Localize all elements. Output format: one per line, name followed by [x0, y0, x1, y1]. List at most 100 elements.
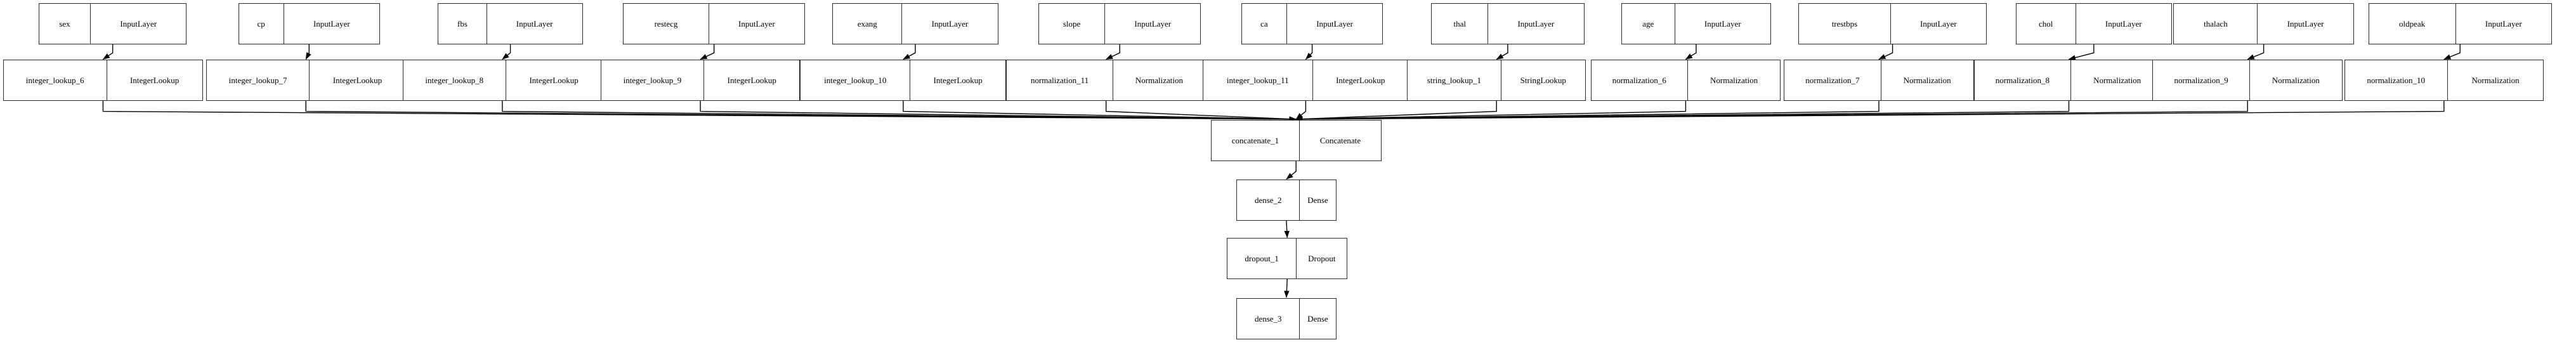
- node-name-label: dense_2: [1237, 180, 1300, 221]
- node-class-label: Dense: [1307, 195, 1328, 206]
- graph-edge-integer_lookup_7-to-concatenate_1: [305, 101, 1297, 122]
- graph-edge-normalization_10-to-concatenate_1: [1295, 101, 2445, 122]
- node-class-label: InputLayer: [2485, 18, 2522, 29]
- node-class-label: IntegerLookup: [1336, 75, 1385, 86]
- graph-node-dropout_1[interactable]: dropout_1 Dropout: [1227, 238, 1348, 280]
- graph-edge-string_lookup_1-to-concatenate_1: [1295, 101, 1497, 122]
- node-name-label: restecg: [624, 3, 709, 44]
- node-name-label: slope: [1039, 3, 1106, 44]
- node-class-label: InputLayer: [313, 18, 350, 29]
- node-class-label: Dropout: [1308, 254, 1336, 264]
- node-name-label: normalization_11: [1007, 60, 1113, 101]
- graph-edge-fbs_input-to-integer_lookup_8: [502, 44, 511, 60]
- graph-edge-normalization_11-to-concatenate_1: [1105, 101, 1297, 122]
- graph-node-slope_input[interactable]: slope InputLayer: [1038, 3, 1201, 44]
- node-class-label: Dense: [1307, 313, 1328, 324]
- graph-node-integer_lookup_6[interactable]: integer_lookup_6 IntegerLookup: [3, 60, 203, 101]
- node-name-label: normalization_6: [1592, 60, 1688, 101]
- node-class-label: StringLookup: [1520, 75, 1566, 86]
- node-class-label: InputLayer: [1134, 18, 1172, 29]
- graph-edge-integer_lookup_9-to-concatenate_1: [700, 101, 1297, 122]
- node-class-label: Normalization: [2471, 75, 2520, 86]
- node-name-label: integer_lookup_6: [4, 60, 107, 101]
- graph-node-exang_input[interactable]: exang InputLayer: [832, 3, 998, 44]
- graph-edge-dropout_1-to-dense_3: [1284, 279, 1290, 298]
- node-class-label: InputLayer: [1316, 18, 1353, 29]
- graph-edge-integer_lookup_8-to-concatenate_1: [502, 101, 1297, 122]
- node-class-label: IntegerLookup: [130, 75, 180, 86]
- graph-edge-integer_lookup_6-to-concatenate_1: [102, 101, 1297, 122]
- graph-edge-exang_input-to-integer_lookup_10: [903, 44, 916, 60]
- node-class-label: Normalization: [1903, 75, 1951, 86]
- graph-edge-sex_input-to-integer_lookup_6: [102, 44, 114, 60]
- node-class-label: InputLayer: [2105, 18, 2142, 29]
- node-name-label: normalization_7: [1784, 60, 1881, 101]
- node-name-label: sex: [39, 3, 91, 44]
- graph-edge-dense_2-to-dropout_1: [1284, 221, 1290, 239]
- node-name-label: dropout_1: [1227, 239, 1297, 279]
- node-class-label: InputLayer: [516, 18, 553, 29]
- graph-node-thal_input[interactable]: thal InputLayer: [1431, 3, 1585, 44]
- graph-node-normalization_9[interactable]: normalization_9 Normalization: [2152, 60, 2343, 101]
- graph-node-integer_lookup_10[interactable]: integer_lookup_10 IntegerLookup: [800, 60, 1007, 101]
- node-class-label: Normalization: [1710, 75, 1758, 86]
- graph-edge-normalization_7-to-concatenate_1: [1295, 101, 1880, 122]
- node-class-label: InputLayer: [1517, 18, 1555, 29]
- graph-edge-integer_lookup_10-to-concatenate_1: [903, 101, 1297, 122]
- graph-edge-cp_input-to-integer_lookup_7: [305, 44, 311, 60]
- node-class-label: IntegerLookup: [529, 75, 579, 86]
- node-name-label: thal: [1432, 3, 1489, 44]
- graph-node-normalization_6[interactable]: normalization_6 Normalization: [1590, 60, 1781, 101]
- node-class-label: Normalization: [2093, 75, 2141, 86]
- node-class-label: InputLayer: [738, 18, 775, 29]
- graph-node-dense_2[interactable]: dense_2 Dense: [1236, 180, 1337, 221]
- node-name-label: exang: [833, 3, 903, 44]
- graph-edge-normalization_6-to-concatenate_1: [1295, 101, 1687, 122]
- graph-edge-oldpeak_input-to-normalization_10: [2443, 44, 2461, 60]
- graph-edge-thalach_input-to-normalization_9: [2247, 44, 2265, 60]
- graph-node-restecg_input[interactable]: restecg InputLayer: [623, 3, 806, 44]
- node-class-label: InputLayer: [1920, 18, 1957, 29]
- node-name-label: dense_3: [1237, 298, 1300, 339]
- node-class-label: InputLayer: [931, 18, 969, 29]
- graph-edge-trestbps_input-to-normalization_7: [1878, 44, 1893, 60]
- graph-edge-normalization_8-to-concatenate_1: [1295, 101, 2070, 122]
- node-class-label: IntegerLookup: [727, 75, 776, 86]
- graph-node-ca_input[interactable]: ca InputLayer: [1241, 3, 1383, 44]
- node-class-label: Concatenate: [1319, 135, 1361, 145]
- graph-edge-slope_input-to-normalization_11: [1106, 44, 1120, 60]
- node-class-label: IntegerLookup: [933, 75, 983, 86]
- node-name-label: integer_lookup_10: [801, 60, 911, 101]
- node-name-label: normalization_9: [2153, 60, 2250, 101]
- node-name-label: normalization_10: [2345, 60, 2448, 101]
- graph-node-normalization_7[interactable]: normalization_7 Normalization: [1784, 60, 1974, 101]
- node-name-label: integer_lookup_7: [207, 60, 310, 101]
- graph-edge-integer_lookup_11-to-concatenate_1: [1295, 101, 1307, 120]
- graph-edge-restecg_input-to-integer_lookup_9: [700, 44, 715, 60]
- graph-node-normalization_11[interactable]: normalization_11 Normalization: [1006, 60, 1206, 101]
- node-class-label: InputLayer: [2287, 18, 2324, 29]
- node-class-label: Normalization: [1135, 75, 1183, 86]
- graph-edge-chol_input-to-normalization_8: [2068, 44, 2095, 60]
- graph-edge-normalization_9-to-concatenate_1: [1295, 101, 2248, 122]
- node-class-label: Normalization: [2272, 75, 2320, 86]
- graph-node-dense_3[interactable]: dense_3 Dense: [1236, 298, 1337, 339]
- graph-node-normalization_10[interactable]: normalization_10 Normalization: [2344, 60, 2544, 101]
- node-name-label: ca: [1242, 3, 1287, 44]
